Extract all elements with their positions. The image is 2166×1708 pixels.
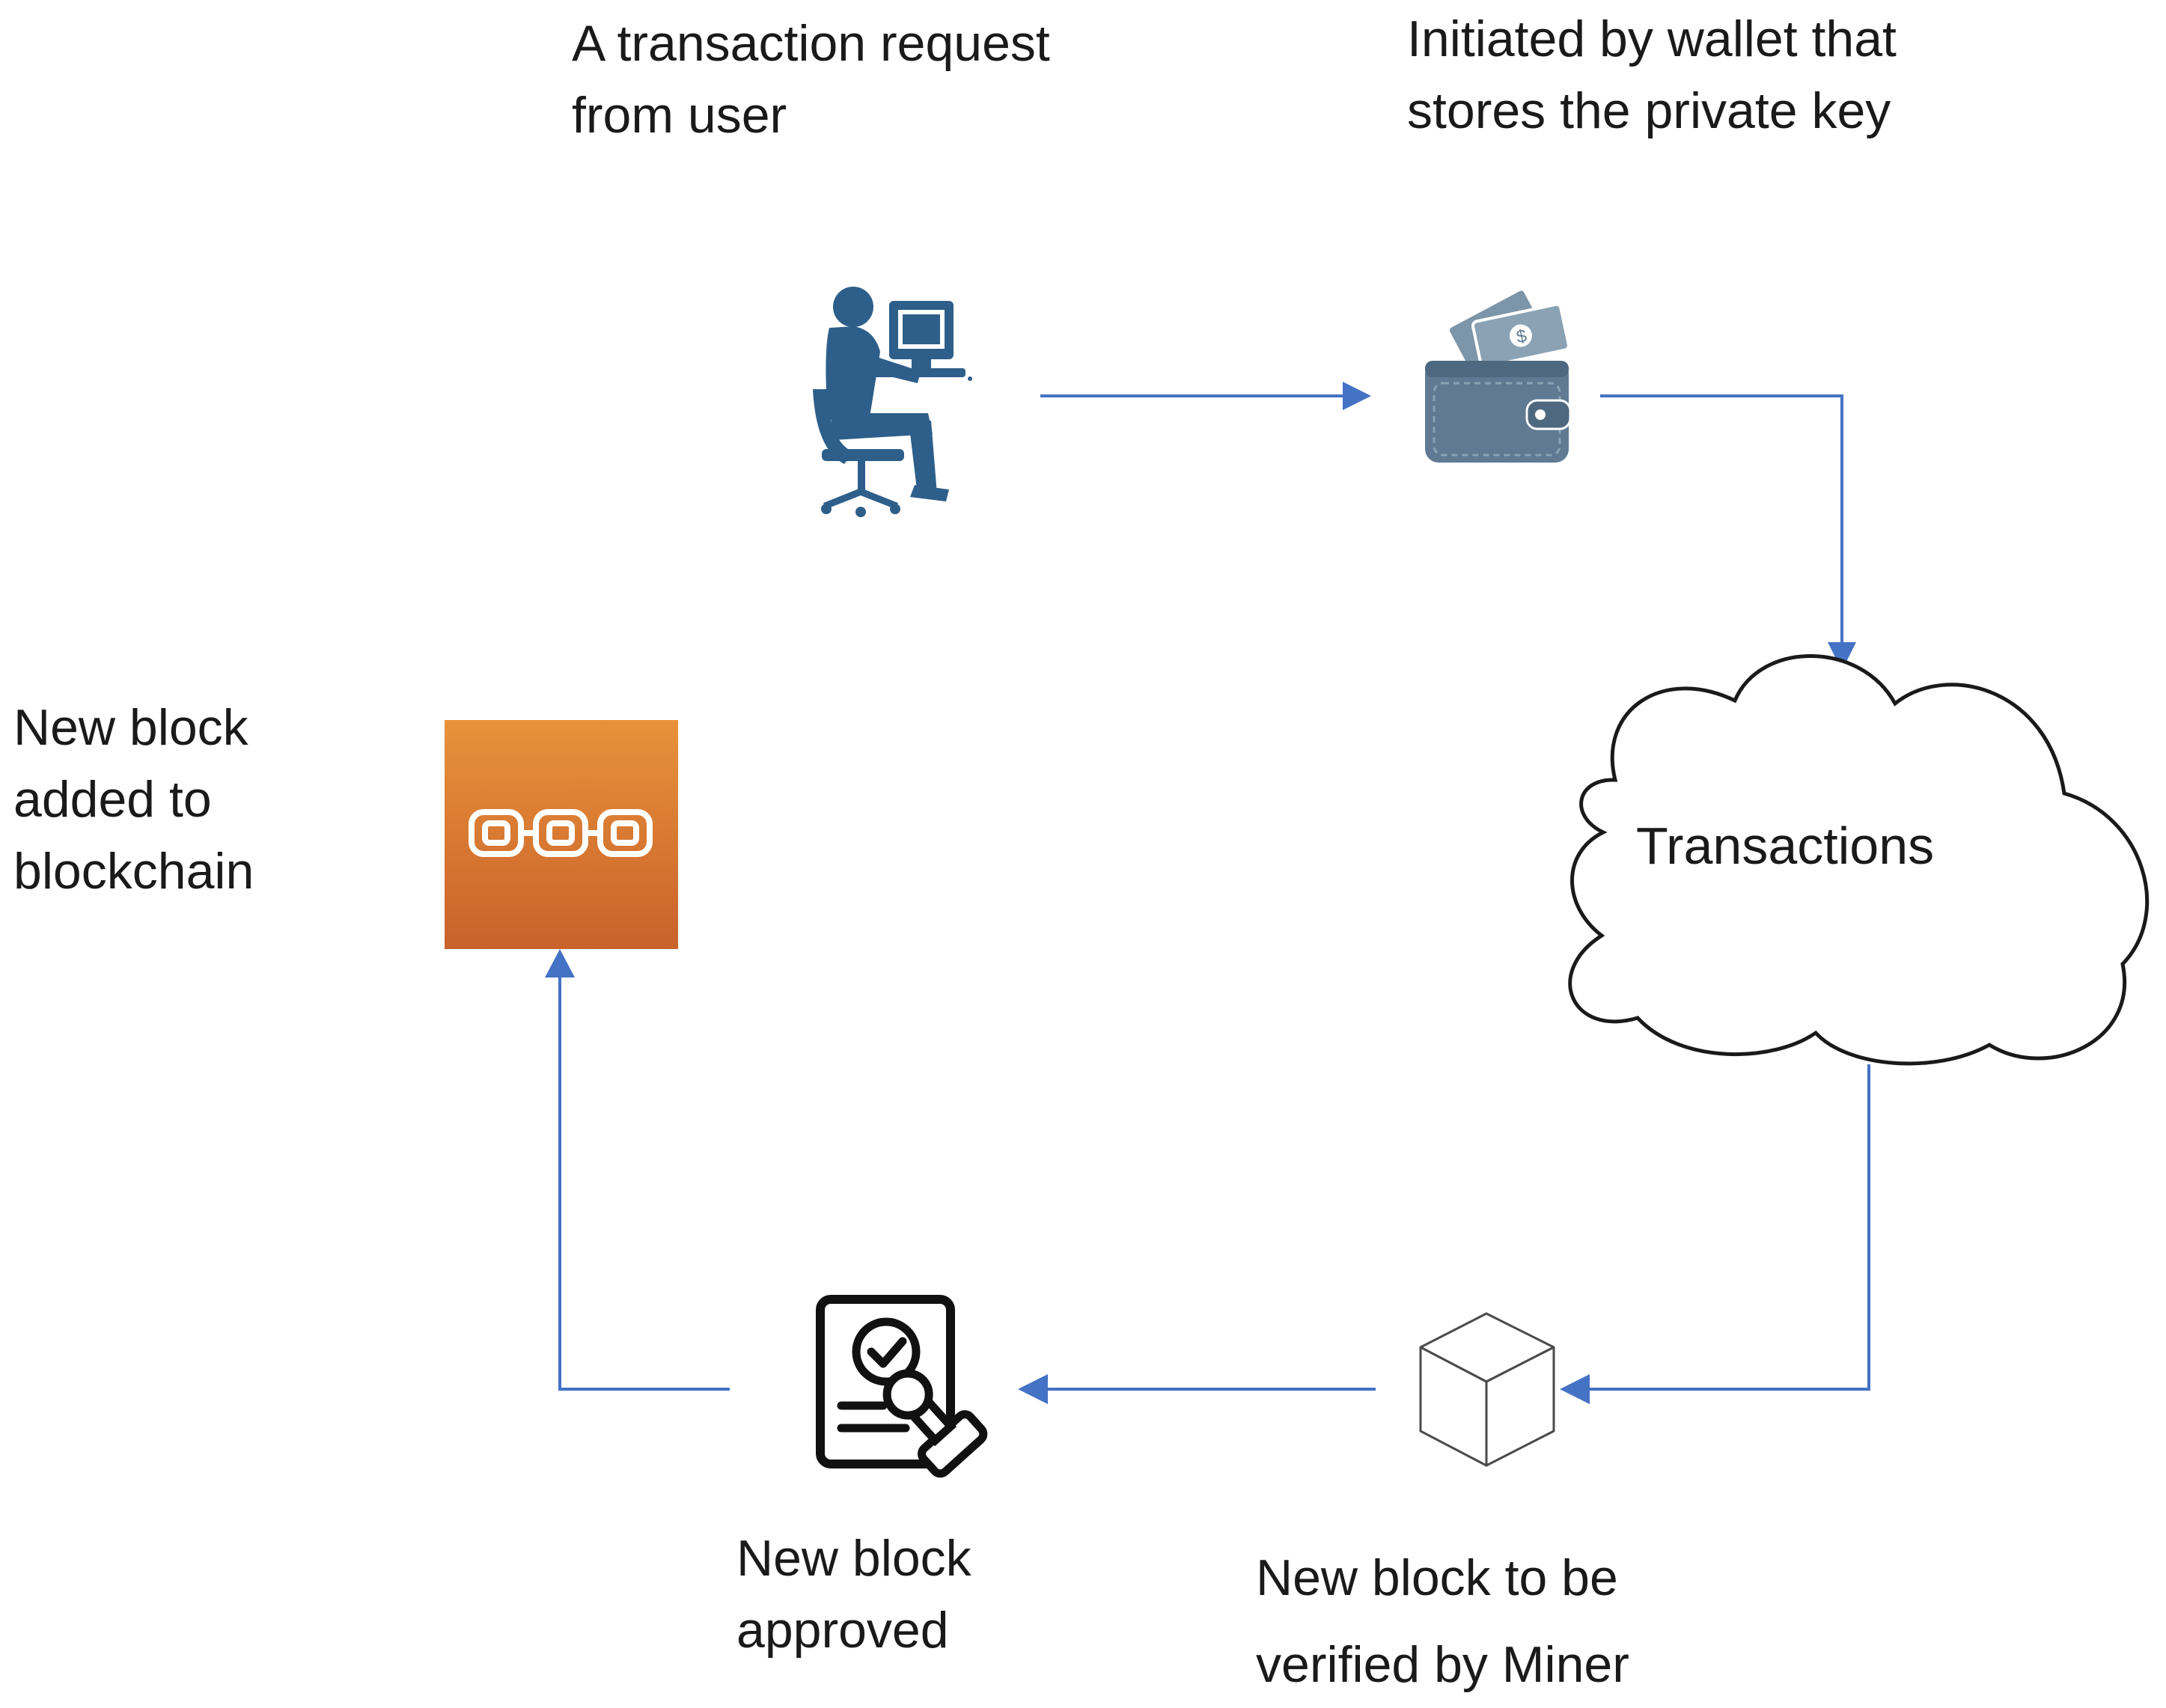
cloud-shape — [1568, 654, 2150, 1066]
label-block-added: New block added to blockchain — [13, 699, 254, 900]
approved-document-stamp-icon — [816, 1295, 988, 1478]
arrow-wallet-to-cloud — [1600, 394, 1856, 671]
label-block-approved: New block approved — [736, 1530, 971, 1659]
cube-icon — [1419, 1312, 1555, 1467]
label-block-verify: New block to be verified by Miner — [1256, 1549, 1629, 1693]
arrow-cube-to-approved — [1018, 1374, 1376, 1404]
label-transactions: Transactions — [1636, 817, 1935, 875]
svg-text:$: $ — [1515, 326, 1529, 347]
user-at-computer-icon — [813, 287, 972, 517]
arrow-cloud-to-cube — [1560, 1064, 1870, 1404]
label-user-request: A transaction request from user — [572, 15, 1050, 144]
arrow-approved-to-blockchain — [545, 949, 730, 1391]
wallet-icon: $ — [1425, 287, 1572, 463]
label-wallet-initiated: Initiated by wallet that stores the priv… — [1407, 10, 1897, 139]
arrow-user-to-wallet — [1040, 382, 1371, 410]
blockchain-link-icon — [445, 720, 678, 949]
